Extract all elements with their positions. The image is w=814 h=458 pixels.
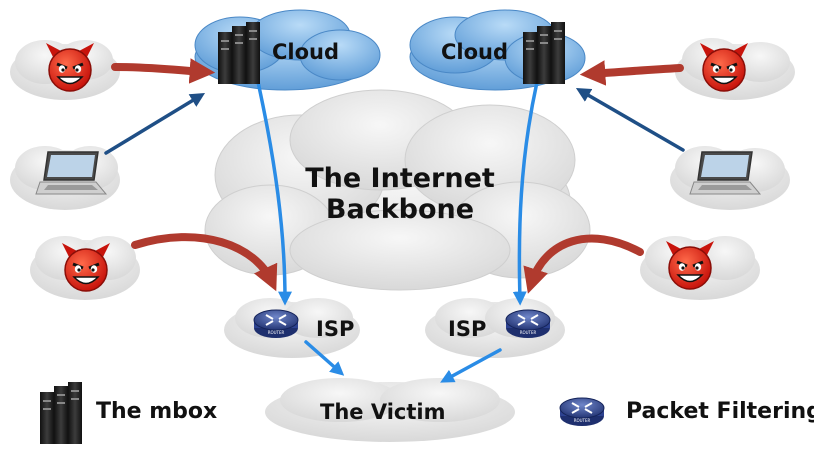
router-badge-text: ROUTER <box>574 418 591 423</box>
legend-server-rack-icon <box>40 382 82 444</box>
isp-right-label: ISP <box>448 317 487 341</box>
server-rack-icon <box>523 22 565 84</box>
devil-face-icon <box>700 43 748 92</box>
forward-arrow-isp-right <box>440 348 502 383</box>
backbone-label-line1: The Internet <box>305 163 495 194</box>
server-rack-icon <box>218 22 260 84</box>
legend-router-icon: ROUTER <box>559 397 605 426</box>
devil-face-icon <box>666 241 714 290</box>
forward-arrows <box>256 80 539 383</box>
forward-arrow-cloud-right <box>512 80 539 306</box>
router-badge-text: ROUTER <box>268 330 285 335</box>
forward-arrow-cloud-left <box>256 80 292 306</box>
attack-arrow-bottom-left <box>131 233 278 292</box>
attack-arrows <box>111 58 684 294</box>
devil-face-icon <box>46 43 94 92</box>
laptop-icon <box>35 151 108 195</box>
cloud-left-label: Cloud <box>272 40 340 64</box>
victim-cloud <box>265 378 515 442</box>
isp-left-label: ISP <box>316 317 355 341</box>
attack-arrow-top-left <box>111 58 216 84</box>
devil-face-icon <box>62 243 110 292</box>
backbone-label: The Internet Backbone <box>293 163 507 225</box>
cloud-right-label: Cloud <box>441 40 509 64</box>
legit-arrow-left <box>104 92 206 155</box>
router-icon: ROUTER <box>505 309 551 338</box>
legend-filter-label: Packet Filtering <box>626 399 814 424</box>
legend-mbox-label: The mbox <box>96 399 218 424</box>
router-badge-text: ROUTER <box>520 330 537 335</box>
forward-arrow-isp-left <box>304 340 345 376</box>
laptop-icon <box>689 151 762 195</box>
attack-arrow-top-right <box>579 60 684 86</box>
legit-arrows <box>104 88 685 155</box>
attack-arrow-bottom-right <box>523 234 644 294</box>
router-icon: ROUTER <box>253 309 299 338</box>
victim-label: The Victim <box>320 400 446 424</box>
backbone-label-line2: Backbone <box>325 194 475 226</box>
legit-arrow-right <box>575 88 685 152</box>
